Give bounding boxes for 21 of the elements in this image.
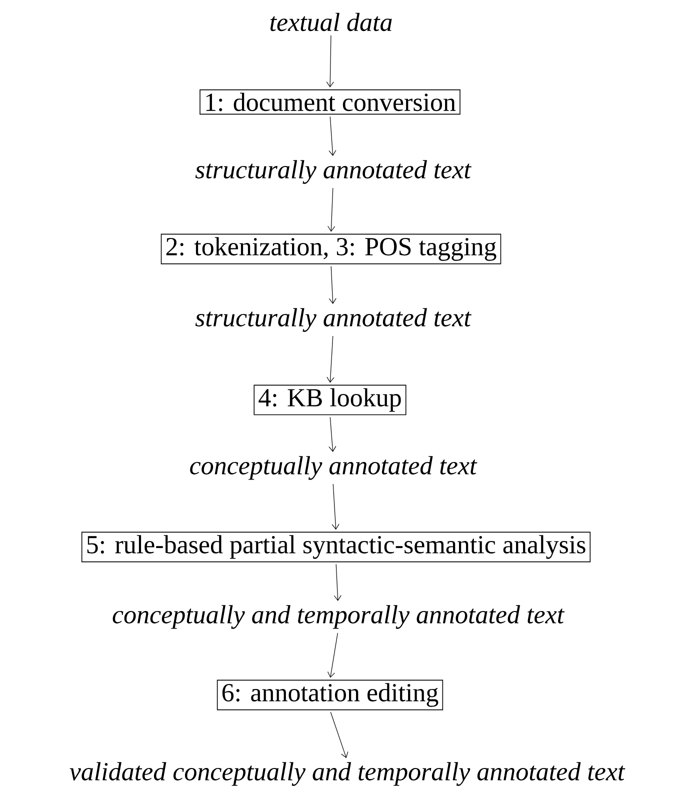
arrow [334, 564, 342, 601]
arrow [328, 266, 336, 304]
data-label: structurally annotated text [195, 160, 472, 184]
data-label: textual data [270, 12, 392, 32]
arrow [328, 188, 336, 232]
arrow [332, 484, 340, 530]
process-box: 4: KB lookup [254, 384, 406, 416]
data-label: conceptually and temporally annotated text [112, 605, 565, 629]
arrow [326, 35, 334, 88]
data-label: structurally annotated text [195, 308, 472, 332]
arrow [327, 632, 338, 678]
data-label: conceptually annotated text [190, 456, 478, 480]
arrow [328, 116, 336, 156]
data-label: validated conceptually and temporally annotated text [70, 762, 626, 786]
arrow [326, 336, 334, 383]
process-box: 2: tokenization, 3: POS tagging [160, 234, 502, 264]
arrow [330, 712, 348, 758]
process-box: 1: document conversion [200, 89, 460, 115]
arrow [328, 416, 336, 452]
process-box: 6: annotation editing [216, 680, 444, 710]
process-box: 5: rule-based partial syntactic-semantic analysis [81, 532, 591, 562]
